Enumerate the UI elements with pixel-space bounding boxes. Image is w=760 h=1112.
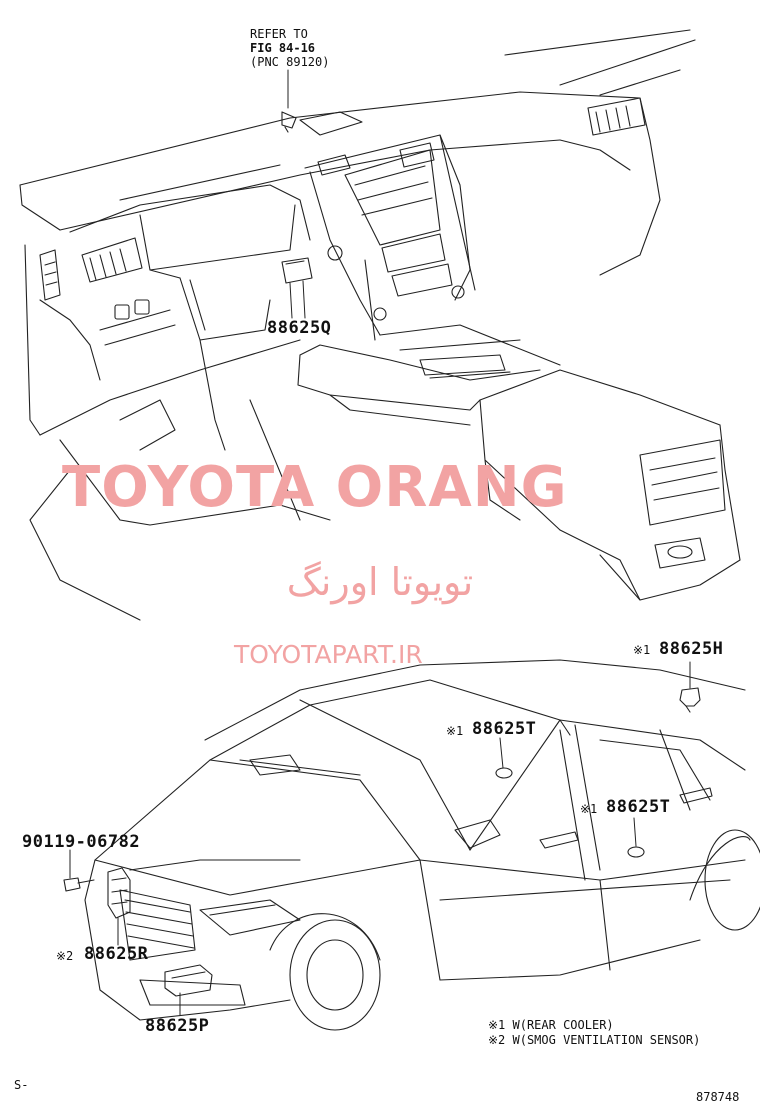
leader-lines-lower bbox=[69, 661, 691, 1016]
refer-note-line1: REFER TO bbox=[250, 27, 308, 41]
leader-lines-upper bbox=[287, 69, 306, 319]
note-mark-h: ※1 bbox=[633, 643, 651, 657]
part-label-88625p[interactable]: 88625P bbox=[145, 1016, 210, 1036]
note-mark-t2: ※1 bbox=[580, 802, 598, 816]
part-label-88625t-upper[interactable]: 88625T bbox=[472, 719, 537, 739]
vehicle-illustration bbox=[63, 659, 760, 1031]
note-smog-sensor: ※2 W(SMOG VENTILATION SENSOR) bbox=[488, 1033, 701, 1047]
part-label-88625t-lower[interactable]: 88625T bbox=[606, 797, 671, 817]
note-rear-cooler: ※1 W(REAR COOLER) bbox=[488, 1018, 614, 1032]
watermark-brand: TOYOTA ORANG bbox=[62, 455, 568, 520]
note-mark-r: ※2 bbox=[56, 949, 74, 963]
watermark-url: TOYOTAPART.IR bbox=[234, 640, 423, 669]
refer-note-line2: FIG 84-16 bbox=[250, 41, 316, 55]
part-label-90119-06782[interactable]: 90119-06782 bbox=[22, 832, 141, 852]
part-label-88625q[interactable]: 88625Q bbox=[267, 318, 332, 338]
instrument-panel-illustration bbox=[19, 29, 741, 621]
watermark-persian: تویوتا اورنگ bbox=[286, 560, 474, 604]
illustration-number: 878748 bbox=[696, 1090, 740, 1104]
footer-code: S- bbox=[14, 1078, 29, 1092]
refer-note-line3: (PNC 89120) bbox=[250, 55, 330, 69]
part-label-88625r[interactable]: 88625R bbox=[84, 944, 149, 964]
part-label-88625h[interactable]: 88625H bbox=[659, 639, 724, 659]
note-mark-t1: ※1 bbox=[446, 724, 464, 738]
